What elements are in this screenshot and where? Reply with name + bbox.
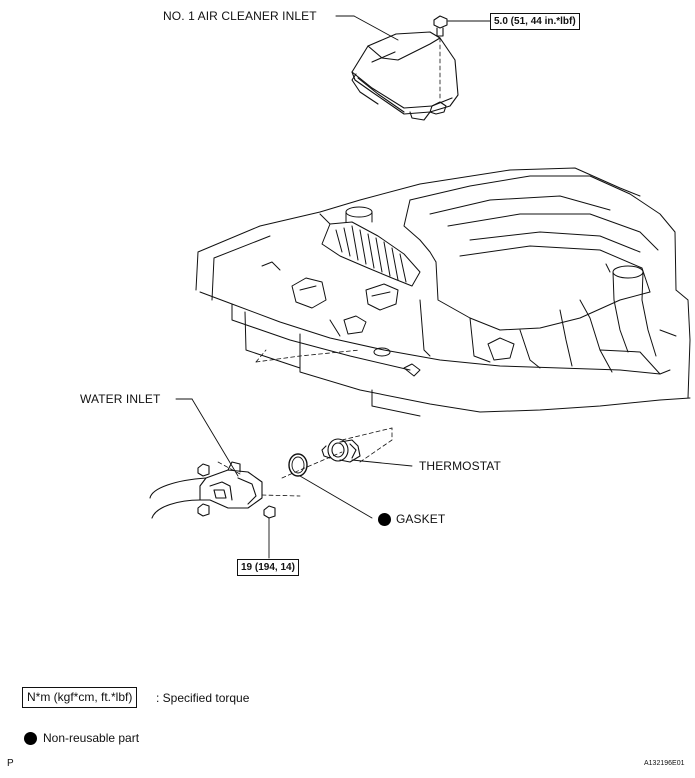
air-cleaner-inlet-label: NO. 1 AIR CLEANER INLET bbox=[163, 9, 317, 23]
torque-units-legend-text: : Specified torque bbox=[156, 691, 250, 705]
water-inlet-label: WATER INLET bbox=[80, 392, 161, 406]
label-leaders bbox=[175, 398, 413, 519]
thermostat-part bbox=[321, 438, 361, 463]
water-inlet-part bbox=[149, 461, 263, 519]
gasket-label: GASKET bbox=[396, 512, 446, 526]
assembly-dashes bbox=[217, 349, 393, 497]
figure-id: A132196E01 bbox=[644, 760, 685, 767]
air-cleaner-leader-diag bbox=[353, 15, 399, 41]
gasket-part bbox=[288, 453, 308, 477]
non-reusable-marker-icon bbox=[378, 513, 391, 526]
bolt-torque-spec: 5.0 (51, 44 in.*lbf) bbox=[490, 13, 580, 30]
nut-torque-spec: 19 (194, 14) bbox=[237, 559, 299, 576]
thermostat-label: THERMOSTAT bbox=[419, 459, 501, 473]
air-cleaner-bolt bbox=[433, 15, 448, 101]
non-reusable-legend-text: Non-reusable part bbox=[43, 731, 140, 745]
torque-units-legend-box: N*m (kgf*cm, ft.*lbf) bbox=[22, 687, 138, 708]
engine-bay-drawing bbox=[195, 167, 691, 417]
non-reusable-legend-icon bbox=[24, 732, 37, 745]
water-inlet-studs bbox=[197, 463, 276, 559]
footer-left-mark: P bbox=[7, 758, 14, 769]
air-cleaner-inlet-part bbox=[351, 31, 459, 121]
